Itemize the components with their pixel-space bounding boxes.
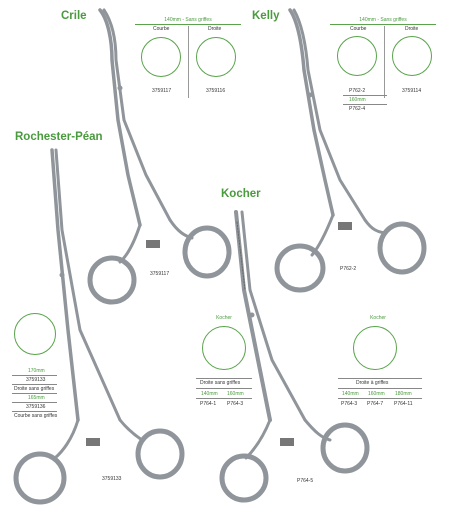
- rochester-size-165: 165mm: [28, 395, 45, 401]
- rochester-size-170: 170mm: [28, 368, 45, 374]
- crile-straight-tip-icon: [196, 37, 236, 77]
- title-kelly: Kelly: [252, 10, 280, 22]
- crile-instrument: [87, 8, 232, 305]
- kelly-box-divider-3: [343, 104, 387, 105]
- rochester-label-1: Droite sans griffes: [14, 386, 55, 392]
- rochester-divider-1: [12, 375, 57, 376]
- kocher-right-label: Droite à griffes: [356, 380, 389, 386]
- kocher-right-header: Kocher: [370, 315, 386, 321]
- rochester-divider-5: [12, 411, 57, 412]
- kelly-curved-tip-icon: [337, 36, 377, 76]
- kocher-instrument: [219, 210, 370, 503]
- crile-col-droite: Droite: [208, 26, 222, 32]
- rochester-ref-1: 3759133: [26, 377, 46, 383]
- kocher-left-ref-2: P764-3: [227, 401, 244, 407]
- kelly-ref-courbe: P762-2: [349, 88, 366, 94]
- kocher-right-tip-icon: [353, 326, 397, 370]
- kocher-right-divider-3: [338, 398, 422, 399]
- kocher-right-size-140: 140mm: [342, 391, 359, 397]
- kocher-left-header: Kocher: [216, 315, 232, 321]
- kocher-left-divider-3: [196, 398, 252, 399]
- crile-box-divider: [135, 24, 241, 25]
- kelly-ref-160: P762-4: [349, 106, 366, 112]
- kocher-right-ref-2: P764-7: [367, 401, 384, 407]
- kelly-ref-droite: 3759114: [402, 88, 422, 94]
- kelly-box-divider-2: [343, 95, 387, 96]
- rochester-divider-2: [12, 384, 57, 385]
- kocher-left-size-140: 140mm: [201, 391, 218, 397]
- kocher-right-divider-2: [338, 388, 422, 389]
- title-kocher: Kocher: [221, 188, 261, 200]
- kelly-instrument-ref: P762-2: [340, 266, 357, 272]
- kelly-box-header: 140mm - Sans griffes: [359, 17, 407, 23]
- kocher-right-ref-3: P764-11: [394, 401, 413, 407]
- kelly-box-divider: [330, 24, 436, 25]
- crile-curved-tip-icon: [141, 37, 181, 77]
- crile-ref-droite: 3759116: [206, 88, 226, 94]
- kocher-left-divider-1: [196, 378, 252, 379]
- kocher-right-ref-1: P764-3: [341, 401, 358, 407]
- crile-ref-courbe: 3759117: [152, 88, 172, 94]
- kocher-left-divider-2: [196, 388, 252, 389]
- kocher-instrument-ref: P764-5: [297, 478, 314, 484]
- kelly-straight-tip-icon: [392, 36, 432, 76]
- kocher-right-size-160: 160mm: [368, 391, 385, 397]
- rochester-divider-4: [12, 402, 57, 403]
- kelly-size-160: 160mm: [349, 97, 366, 103]
- rochester-divider-3: [12, 393, 57, 394]
- kelly-instrument: [274, 8, 427, 293]
- kelly-col-droite: Droite: [405, 26, 419, 32]
- title-crile: Crile: [61, 10, 87, 22]
- kocher-left-tip-icon: [202, 326, 246, 370]
- rochester-pean-instrument: [13, 148, 185, 505]
- kocher-right-size-180: 180mm: [395, 391, 412, 397]
- crile-instrument-ref: 3759117: [150, 271, 170, 277]
- kelly-box-column-divider: [384, 26, 385, 98]
- title-rochester-pean: Rochester-Péan: [15, 131, 103, 143]
- kocher-left-label: Droite sans griffes: [200, 380, 241, 386]
- rochester-label-2: Courbe sans griffes: [14, 413, 58, 419]
- rochester-ref-2: 3759136: [26, 404, 46, 410]
- kocher-left-size-160: 160mm: [227, 391, 244, 397]
- kocher-right-divider-1: [338, 378, 422, 379]
- kelly-col-courbe: Courbe: [350, 26, 367, 32]
- kocher-left-ref-1: P764-1: [200, 401, 217, 407]
- crile-col-courbe: Courbe: [153, 26, 170, 32]
- rochester-tip-icon: [14, 313, 56, 355]
- crile-box-column-divider: [188, 26, 189, 98]
- rochester-instrument-ref: 3759133: [102, 476, 122, 482]
- crile-box-header: 140mm - Sans griffes: [164, 17, 212, 23]
